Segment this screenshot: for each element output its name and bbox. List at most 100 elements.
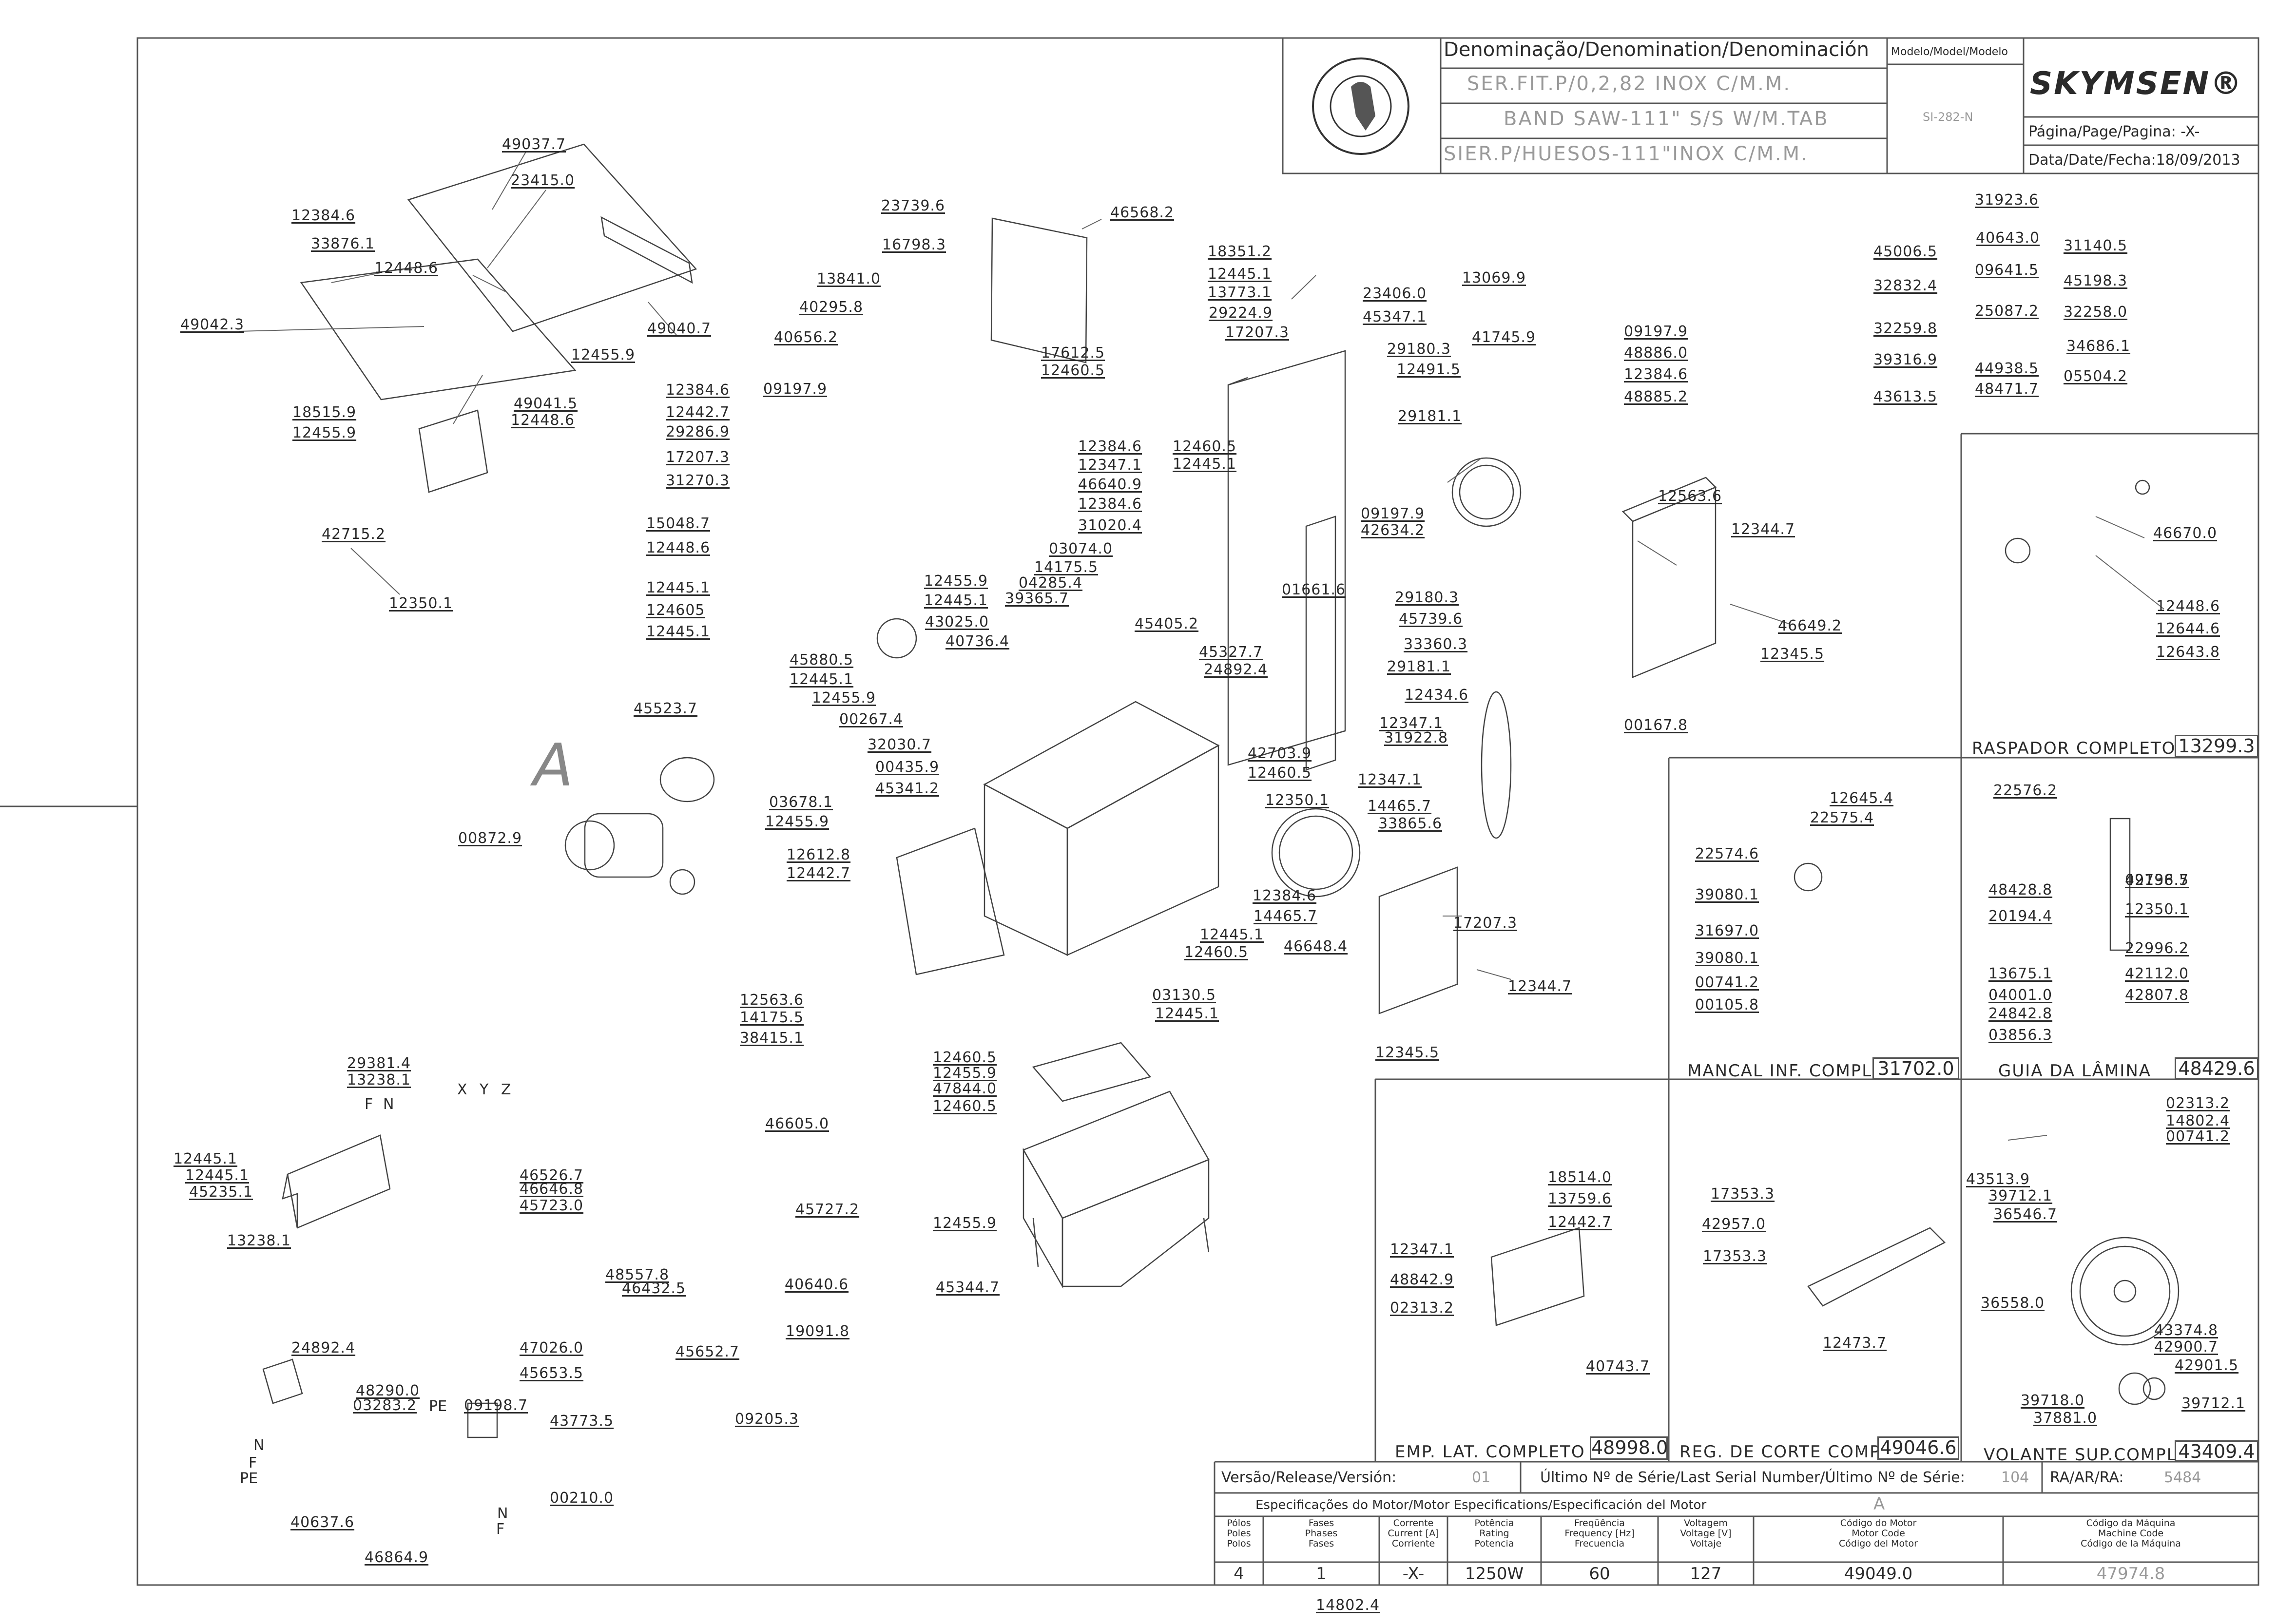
part-label: 29181.1: [1398, 408, 1462, 425]
part-label: 43773.5: [550, 1413, 614, 1430]
part-label: 13759.6: [1548, 1190, 1612, 1207]
part-label: 12350.1: [2125, 901, 2189, 918]
part-label: 12448.6: [374, 260, 439, 277]
part-label: 32832.4: [1873, 277, 1938, 294]
part-label: 17353.3: [1703, 1248, 1767, 1265]
part-label: 12384.6: [1078, 496, 1142, 513]
part-label: 03074.0: [1049, 540, 1113, 557]
motor-variant: A: [1873, 1494, 1885, 1514]
part-label: 12434.6: [1405, 687, 1469, 704]
wiring-letter: N: [253, 1437, 265, 1454]
section-scraper-code: 13299.3: [2175, 735, 2258, 757]
part-label: 33865.6: [1378, 815, 1443, 832]
part-label: 03130.5: [1152, 987, 1216, 1004]
part-label: 12455.9: [292, 424, 357, 441]
part-label: 12445.1: [790, 671, 854, 688]
part-label: 45327.7: [1199, 644, 1263, 661]
part-label: 01661.6: [1282, 581, 1346, 598]
part-label: 12445.1: [1173, 456, 1237, 473]
part-label: 29286.9: [666, 423, 730, 440]
part-label: 42807.8: [2125, 987, 2189, 1004]
wiring-letter: Y: [480, 1081, 489, 1098]
part-label: 12643.8: [2156, 644, 2220, 661]
part-label: 25087.2: [1975, 303, 2039, 320]
version-label: Versão/Release/Versión:: [1221, 1469, 1397, 1486]
serial-label: Último Nº de Série/Last Serial Number/Úl…: [1540, 1469, 1965, 1486]
part-label: 40295.8: [799, 299, 864, 316]
part-label: 18515.9: [292, 404, 357, 421]
part-label: 32259.8: [1873, 320, 1938, 337]
wiring-letter: X: [457, 1081, 467, 1098]
part-label: 24892.4: [291, 1339, 356, 1357]
part-label: 17612.5: [1041, 344, 1105, 362]
part-label: 12455.9: [933, 1065, 997, 1082]
part-label: 14175.5: [740, 1009, 804, 1026]
part-label: 47844.0: [933, 1080, 997, 1097]
part-label: 45344.7: [936, 1279, 1000, 1296]
part-label: 29181.1: [1387, 658, 1451, 675]
part-label: 45739.6: [1399, 611, 1463, 628]
part-label: 02313.2: [1390, 1299, 1454, 1317]
part-label: 45523.7: [634, 700, 698, 717]
model-value: SI-282-N: [1923, 110, 1973, 124]
part-label: 12445.1: [174, 1150, 238, 1167]
wiring-letter: F: [249, 1454, 257, 1471]
part-label: 37881.0: [2033, 1410, 2098, 1427]
part-label: 12350.1: [389, 595, 453, 612]
spec-value-5: 127: [1690, 1564, 1722, 1584]
part-label: 12445.1: [646, 579, 711, 596]
ra-value: 5484: [2164, 1469, 2201, 1486]
brand-logo: SKYMSEN®: [2030, 66, 2243, 102]
part-label: 46649.2: [1778, 617, 1842, 634]
part-label: 00872.9: [458, 830, 522, 847]
part-label: 36546.7: [1993, 1206, 2058, 1223]
part-label: 13675.1: [1988, 965, 2053, 982]
part-label: 40637.6: [290, 1514, 355, 1531]
part-label: 12644.6: [2156, 620, 2220, 637]
part-label: 31922.8: [1384, 729, 1448, 746]
part-label: 49041.5: [514, 395, 578, 412]
part-label: 12384.6: [1078, 438, 1142, 455]
spec-value-7: 47974.8: [2096, 1564, 2165, 1584]
part-label: 16798.3: [882, 236, 946, 253]
part-label: 03283.2: [353, 1397, 417, 1414]
part-label: 12384.6: [291, 207, 356, 224]
part-label: 40743.7: [1586, 1358, 1650, 1375]
part-label: 39718.0: [2021, 1392, 2085, 1409]
part-label: 42112.0: [2125, 965, 2189, 982]
part-label: 49037.7: [502, 136, 566, 153]
part-label: 12347.1: [1390, 1241, 1454, 1258]
part-label: 12460.5: [1041, 362, 1105, 379]
part-label: 24842.8: [1988, 1005, 2053, 1022]
part-label: 05504.2: [2064, 368, 2128, 385]
spec-value-3: 1250W: [1465, 1564, 1524, 1584]
part-label: 43025.0: [925, 613, 989, 630]
section-upper-wheel-code: 43409.4: [2175, 1440, 2258, 1462]
serial-value: 104: [2001, 1469, 2029, 1486]
part-label: 12460.5: [933, 1098, 997, 1115]
wiring-letter: N: [497, 1505, 508, 1522]
part-label: 12384.6: [666, 382, 730, 399]
wiring-letter: Z: [501, 1081, 511, 1098]
part-label: 12445.1: [1155, 1005, 1219, 1022]
section-cut-adjust-code: 49046.6: [1877, 1436, 1959, 1460]
authorized-service-seal: [1297, 53, 1424, 160]
part-label: 09197.9: [1361, 505, 1425, 522]
part-label: 48885.2: [1624, 388, 1688, 405]
part-label: 12612.8: [787, 846, 851, 863]
part-label: 31270.3: [666, 472, 730, 489]
denomination-label: Denominação/Denomination/Denominación: [1444, 38, 1870, 61]
part-label: 14175.5: [1034, 559, 1099, 576]
part-label: 46648.4: [1284, 938, 1348, 955]
part-label: 09197.9: [763, 381, 828, 398]
part-label: 33360.3: [1404, 636, 1468, 653]
part-label: 46605.0: [765, 1115, 830, 1132]
part-label: 12347.1: [1379, 715, 1444, 732]
part-label: 36558.0: [1981, 1295, 2045, 1312]
part-label: 45727.2: [795, 1201, 860, 1218]
part-label: 03856.3: [1988, 1027, 2053, 1044]
spec-header-2: Corrente Current [A] Corriente: [1388, 1518, 1439, 1549]
part-label: 40656.2: [774, 329, 838, 346]
wiring-letter: PE: [240, 1470, 258, 1487]
part-label: 04001.0: [1988, 987, 2053, 1004]
